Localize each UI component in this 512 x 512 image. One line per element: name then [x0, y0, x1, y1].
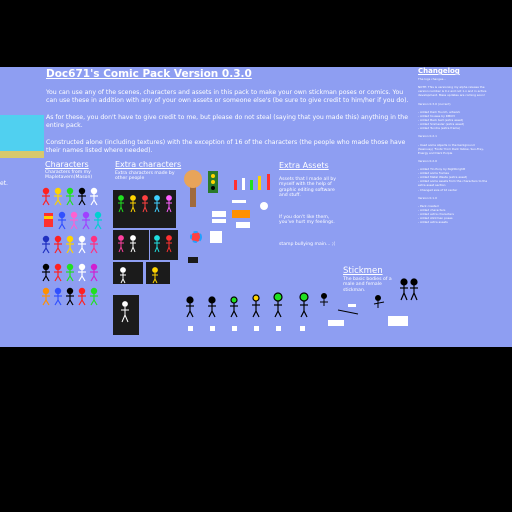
- action-scene: [320, 293, 408, 326]
- changelog-line: - Added Dark Tourch, artwork: [418, 109, 461, 114]
- extra-assets-caption: stamp bullying main... ;(: [279, 242, 336, 247]
- changelog-line: version number is 0.x and not 1.x and in…: [418, 89, 487, 94]
- changelog-line: - Added Tundra (extra frame): [418, 126, 461, 131]
- changelog-line: Version 0.2.0: [418, 158, 437, 163]
- changelog-line: Version 0.2.1: [418, 134, 437, 139]
- extra-characters-subtitle: Extra characters made by other people: [115, 171, 175, 182]
- extra-characters-heading: Extra characters: [115, 160, 182, 169]
- changelog-heading: Changelog: [418, 67, 460, 75]
- changelog-line: - Added Back text (extra asset): [418, 117, 464, 122]
- characters-subtitle: Characters from my Mapletavern(Mason): [45, 170, 93, 181]
- extra-character-panel-4: [113, 262, 143, 284]
- cut-off-text: et.: [0, 180, 8, 187]
- extra-assets-description: Assets that I made all by myself with th…: [279, 177, 336, 198]
- intro-text: You can use any of the scenes, character…: [46, 89, 409, 104]
- changelog-list: The logs changes... NOTE: This is versio…: [418, 77, 510, 224]
- comic-pack-sheet: Doc671's Comic Pack Version 0.3.0 You ca…: [0, 67, 512, 347]
- stickmen-description: The basic bodies of a male and female st…: [343, 277, 392, 293]
- stickman-male-female: [400, 278, 418, 301]
- changelog-line: - Added Sinmauler (extra asset): [418, 122, 465, 127]
- sample-tile-floor: [0, 151, 44, 158]
- changelog-line: - Pack created: [418, 203, 439, 208]
- characters-grid: [42, 187, 102, 306]
- extra-characters-figures: [118, 195, 172, 323]
- changelog-line: - Used some objects in the background: [418, 142, 475, 147]
- changelog-line: Version 0.3.0 (current): [418, 101, 451, 106]
- bottom-figures-row: [186, 292, 309, 331]
- sample-tile: [0, 115, 44, 157]
- changelog-line: The logs changes...: [418, 77, 447, 81]
- changelog-line: extra asset section: [418, 183, 446, 188]
- changelog-line: - Added Tin Pony by Nightbrightt: [418, 167, 466, 172]
- changelog-line: - Added extra assets: [418, 220, 448, 225]
- extra-character-panel-5: [146, 262, 170, 284]
- credit-note: As for these, you don't have to give cre…: [46, 114, 408, 129]
- extra-assets-warning: If you don't like them, you've hurt my f…: [279, 215, 335, 226]
- extra-assets-heading: Extra Assets: [279, 161, 329, 170]
- changelog-line: NOTE: This is versioning my alpha releas…: [418, 85, 485, 90]
- changelog-line: - Added some assets from the characters …: [418, 179, 488, 184]
- changelog-line: (Sasinusy) 'Fonts' from Dark Yellow, Sun…: [418, 146, 484, 151]
- changelog-line: development. Mass updates are coming soo…: [418, 93, 485, 98]
- props-column: [184, 170, 226, 263]
- constructed-note: Constructed alone (including textures) w…: [46, 139, 406, 154]
- changelog-line: - Added Metal Waste (extra asset): [418, 175, 468, 180]
- stickmen-heading: Stickmen: [343, 266, 383, 276]
- characters-heading: Characters: [45, 160, 89, 169]
- changelog-line: - Added some frames: [418, 171, 449, 176]
- extra-character-panel-2: [113, 230, 149, 260]
- extra-assets-items: [232, 174, 270, 228]
- changelog-line: - Added houses by RMIX3: [418, 113, 455, 118]
- changelog-line: - Added extra characters: [418, 212, 454, 217]
- changelog-line: - Changed size of bt center: [418, 187, 458, 192]
- extra-character-panel-3: [150, 230, 178, 260]
- pack-title: Doc671's Comic Pack Version 0.3.0: [46, 68, 252, 80]
- changelog-line: - Added characters: [418, 208, 446, 212]
- changelog-line: Version 0.1.0: [418, 195, 437, 200]
- changelog-line: - Added stickman poses: [418, 216, 453, 221]
- changelog-line: Energy and Dark Purple: [418, 150, 453, 155]
